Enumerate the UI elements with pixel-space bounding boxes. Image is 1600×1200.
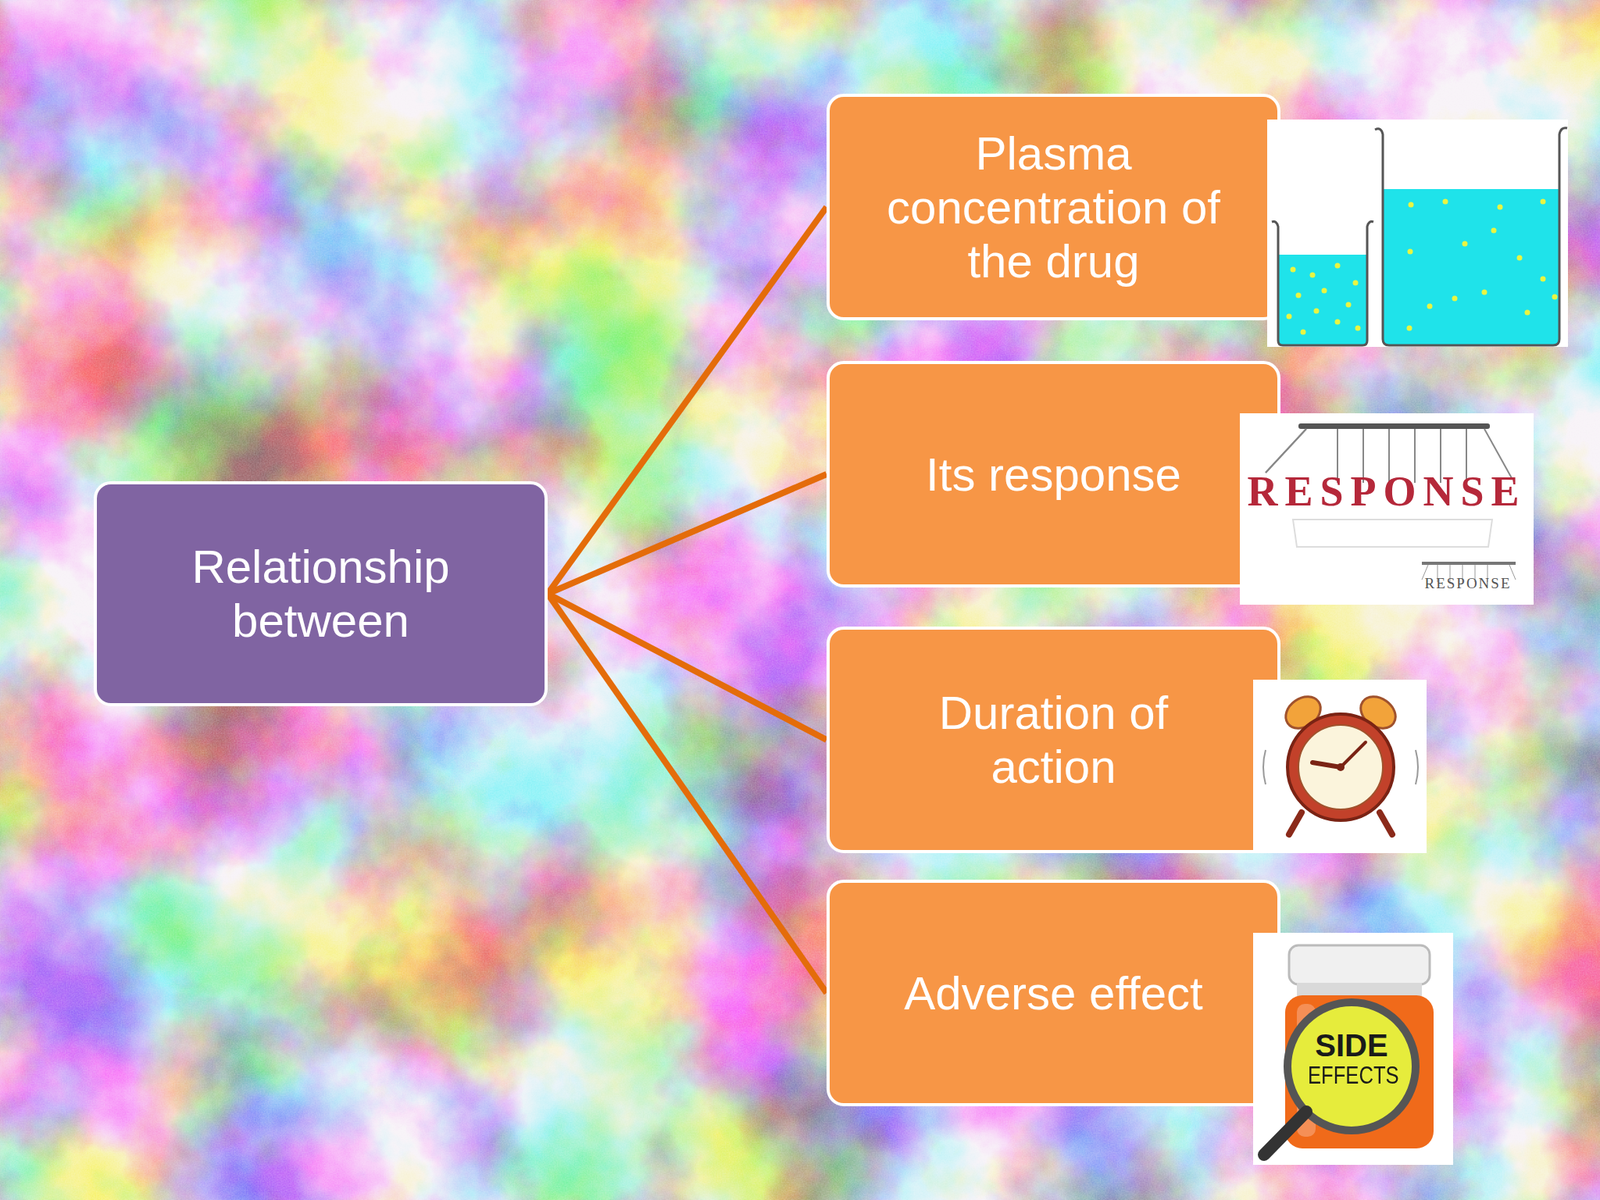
clock-hand: [1312, 762, 1341, 768]
branch-box: Duration of action: [826, 626, 1281, 854]
response-word: RESPONSE: [1243, 467, 1530, 516]
clock-frame: [1287, 714, 1394, 821]
response-cradle-illustration: [1239, 413, 1534, 605]
magnifier-handle: [1264, 1111, 1307, 1155]
clock-leg: [1379, 812, 1393, 835]
image-background: [1267, 119, 1568, 347]
cradle-reflection: [1292, 519, 1493, 547]
box-label: Plasma concentration of the drug: [878, 126, 1229, 289]
branch-box: Plasma concentration of the drug: [826, 93, 1281, 321]
text-stack: Duration of action: [878, 685, 1229, 794]
beaker-illustration: [1267, 119, 1568, 347]
text-stack: Its response: [925, 447, 1182, 502]
branch-connector: [547, 207, 827, 594]
box-label: Adverse effect: [903, 966, 1203, 1021]
side-word: SIDE: [1296, 1028, 1407, 1064]
small-cradle-bar: [1421, 561, 1516, 565]
beaker-outline: [1271, 221, 1374, 346]
liquid: [1382, 189, 1560, 346]
bottle-cap: [1289, 945, 1430, 985]
alarm-clock-illustration: [1253, 679, 1427, 854]
beaker-outline: [1375, 128, 1568, 346]
effects-word: EFFECTS: [1307, 1060, 1396, 1090]
side-effects-illustration: [1253, 932, 1454, 1165]
box-label: Duration of action: [878, 685, 1229, 794]
particles: [1286, 199, 1558, 336]
cradle-bar: [1298, 423, 1490, 429]
branch-box: Adverse effect: [826, 879, 1281, 1107]
clock-face: [1298, 725, 1383, 810]
clock-hand: [1340, 742, 1366, 768]
box-label: Relationship between: [145, 539, 497, 648]
clock-leg: [1289, 812, 1302, 835]
image-background: [1253, 932, 1454, 1165]
text-stack: Plasma concentration of the drug: [878, 126, 1229, 289]
image-background: [1253, 679, 1427, 854]
box-label: Its response: [925, 447, 1182, 502]
text-stack: Relationship between: [145, 539, 497, 648]
branch-connector: [547, 474, 827, 594]
branch-connector: [547, 593, 827, 740]
text-stack: Adverse effect: [903, 966, 1203, 1021]
branch-box: Its response: [826, 360, 1281, 588]
bottle-body: [1285, 995, 1434, 1149]
root-box: Relationship between: [93, 481, 548, 707]
shake-lines: [1263, 750, 1418, 785]
clock-pin: [1336, 763, 1345, 772]
response-word-small: RESPONSE: [1410, 575, 1525, 593]
liquid: [1278, 254, 1368, 346]
branch-connector: [547, 593, 827, 993]
image-background: [1239, 413, 1534, 605]
